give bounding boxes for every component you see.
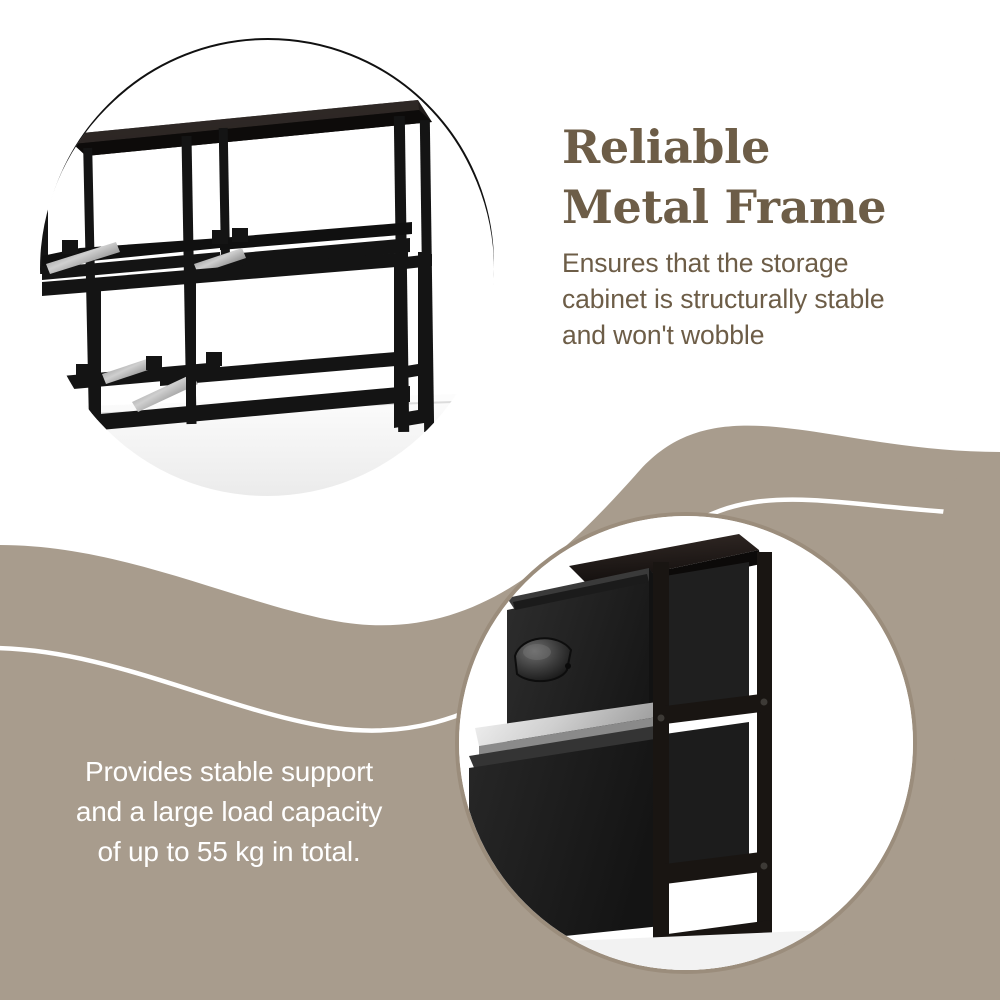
product-circle-drawers bbox=[455, 512, 917, 974]
subhead-line-3: and won't wobble bbox=[562, 319, 765, 350]
headline-line-1: Reliable bbox=[562, 120, 770, 174]
headline-block: Reliable Metal Frame Ensures that the st… bbox=[562, 118, 982, 353]
subhead-line-1: Ensures that the storage bbox=[562, 247, 849, 278]
caption-line-2: and a large load capacity bbox=[75, 795, 383, 827]
subhead-line-2: cabinet is structurally stable bbox=[562, 283, 885, 314]
product-circle-frame bbox=[42, 38, 494, 490]
caption-line-1: Provides stable support bbox=[84, 756, 373, 787]
taupe-corner-fill bbox=[700, 452, 1000, 1000]
subhead-block: Ensures that the storage cabinet is stru… bbox=[562, 245, 982, 353]
caption-block: Provides stable support and a large load… bbox=[14, 752, 444, 871]
headline-line-2: Metal Frame bbox=[562, 179, 887, 234]
caption-line-3: of up to 55 kg in total. bbox=[97, 835, 361, 867]
